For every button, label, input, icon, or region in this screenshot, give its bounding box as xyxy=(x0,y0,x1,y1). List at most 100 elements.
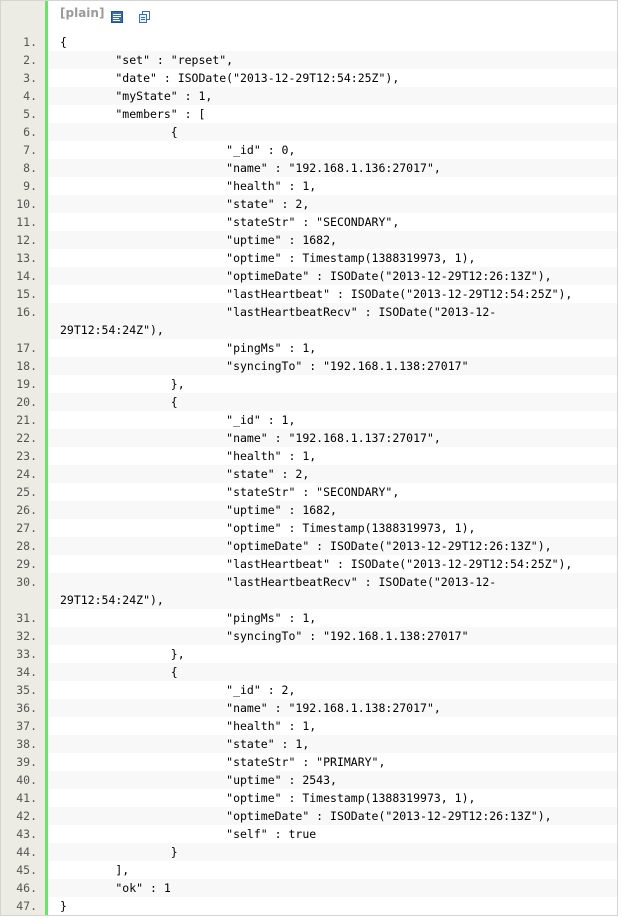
code-line: 15. "lastHeartbeat" : ISODate("2013-12-2… xyxy=(1,285,617,303)
code-text: "lastHeartbeat" : ISODate("2013-12-29T12… xyxy=(60,287,573,301)
line-number: 21. xyxy=(1,411,45,429)
code-text: "optime" : Timestamp(1388319973, 1), xyxy=(60,521,476,535)
line-number: 11. xyxy=(1,213,45,231)
gutter-bar xyxy=(45,501,48,519)
code-text: "health" : 1, xyxy=(60,719,317,733)
code-line: 11. "stateStr" : "SECONDARY", xyxy=(1,213,617,231)
code-line: 42. "optimeDate" : ISODate("2013-12-29T1… xyxy=(1,807,617,825)
gutter-bar xyxy=(45,411,48,429)
code-line: 4. "myState" : 1, xyxy=(1,87,617,105)
code-line: 43. "self" : true xyxy=(1,825,617,843)
line-number: 38. xyxy=(1,735,45,753)
line-number: 34. xyxy=(1,663,45,681)
code-line: 19. }, xyxy=(1,375,617,393)
code-line: 16. "lastHeartbeatRecv" : ISODate("2013-… xyxy=(1,303,617,339)
gutter-bar xyxy=(45,51,48,69)
code-line: 9. "health" : 1, xyxy=(1,177,617,195)
line-number: 32. xyxy=(1,627,45,645)
code-line: 41. "optime" : Timestamp(1388319973, 1), xyxy=(1,789,617,807)
line-number: 10. xyxy=(1,195,45,213)
code-line: 25. "stateStr" : "SECONDARY", xyxy=(1,483,617,501)
code-line: 44. } xyxy=(1,843,617,861)
code-text: "optime" : Timestamp(1388319973, 1), xyxy=(60,251,476,265)
gutter-bar xyxy=(45,141,48,159)
line-number: 45. xyxy=(1,861,45,879)
code-line: 23. "health" : 1, xyxy=(1,447,617,465)
code-line: 17. "pingMs" : 1, xyxy=(1,339,617,357)
gutter-bar xyxy=(45,429,48,447)
line-number: 35. xyxy=(1,681,45,699)
code-text: "health" : 1, xyxy=(60,449,317,463)
gutter-bar xyxy=(45,69,48,87)
gutter-bar xyxy=(45,249,48,267)
line-number: 16. xyxy=(1,303,45,339)
line-number: 13. xyxy=(1,249,45,267)
gutter-bar xyxy=(45,555,48,573)
gutter-bar xyxy=(45,87,48,105)
code-text: "_id" : 1, xyxy=(60,413,296,427)
line-number: 36. xyxy=(1,699,45,717)
view-source-icon[interactable] xyxy=(111,8,123,23)
code-line: 40. "uptime" : 2543, xyxy=(1,771,617,789)
code-text: "state" : 2, xyxy=(60,467,310,481)
gutter-bar xyxy=(45,213,48,231)
code-text: "state" : 2, xyxy=(60,197,310,211)
code-line: 26. "uptime" : 1682, xyxy=(1,501,617,519)
code-text: "health" : 1, xyxy=(60,179,317,193)
line-number: 15. xyxy=(1,285,45,303)
code-line: 31. "pingMs" : 1, xyxy=(1,609,617,627)
view-plain-link[interactable]: [plain] xyxy=(60,6,105,20)
gutter-bar xyxy=(45,195,48,213)
line-number: 28. xyxy=(1,537,45,555)
line-number: 30. xyxy=(1,573,45,609)
code-text: { xyxy=(60,395,178,409)
code-text: { xyxy=(60,665,178,679)
line-number: 23. xyxy=(1,447,45,465)
code-text: "pingMs" : 1, xyxy=(60,611,317,625)
line-number: 24. xyxy=(1,465,45,483)
copy-icon[interactable] xyxy=(139,8,151,23)
line-number: 37. xyxy=(1,717,45,735)
code-line: 13. "optime" : Timestamp(1388319973, 1), xyxy=(1,249,617,267)
gutter-bar xyxy=(45,627,48,645)
line-number: 2. xyxy=(1,51,45,69)
line-number: 44. xyxy=(1,843,45,861)
toolbar-gutter xyxy=(1,1,45,33)
code-line: 7. "_id" : 0, xyxy=(1,141,617,159)
code-line: 30. "lastHeartbeatRecv" : ISODate("2013-… xyxy=(1,573,617,609)
code-text: ], xyxy=(60,863,130,877)
code-text: "stateStr" : "SECONDARY", xyxy=(60,215,400,229)
code-line: 5. "members" : [ xyxy=(1,105,617,123)
line-number: 17. xyxy=(1,339,45,357)
code-line: 3. "date" : ISODate("2013-12-29T12:54:25… xyxy=(1,69,617,87)
gutter-bar xyxy=(45,843,48,861)
code-text: "uptime" : 1682, xyxy=(60,503,337,517)
gutter-bar xyxy=(45,177,48,195)
line-number: 5. xyxy=(1,105,45,123)
gutter-bar xyxy=(45,699,48,717)
code-line: 38. "state" : 1, xyxy=(1,735,617,753)
gutter-bar xyxy=(45,789,48,807)
code-line: 14. "optimeDate" : ISODate("2013-12-29T1… xyxy=(1,267,617,285)
code-text: "self" : true xyxy=(60,827,317,841)
code-text: "myState" : 1, xyxy=(60,89,213,103)
gutter-bar xyxy=(45,339,48,357)
code-text: "name" : "192.168.1.138:27017", xyxy=(60,701,441,715)
gutter-bar xyxy=(45,573,48,609)
code-line: 2. "set" : "repset", xyxy=(1,51,617,69)
code-text: } xyxy=(60,899,67,913)
gutter-bar xyxy=(45,645,48,663)
code-text: "members" : [ xyxy=(60,107,206,121)
line-number: 29. xyxy=(1,555,45,573)
code-line: 27. "optime" : Timestamp(1388319973, 1), xyxy=(1,519,617,537)
toolbar-gutter-bar xyxy=(45,1,48,33)
code-text: "optimeDate" : ISODate("2013-12-29T12:26… xyxy=(60,539,552,553)
code-text: "stateStr" : "SECONDARY", xyxy=(60,485,400,499)
line-number: 19. xyxy=(1,375,45,393)
line-number: 43. xyxy=(1,825,45,843)
code-text: "set" : "repset", xyxy=(60,53,234,67)
gutter-bar xyxy=(45,609,48,627)
line-number: 47. xyxy=(1,897,45,915)
code-text: "_id" : 0, xyxy=(60,143,296,157)
gutter-bar xyxy=(45,465,48,483)
